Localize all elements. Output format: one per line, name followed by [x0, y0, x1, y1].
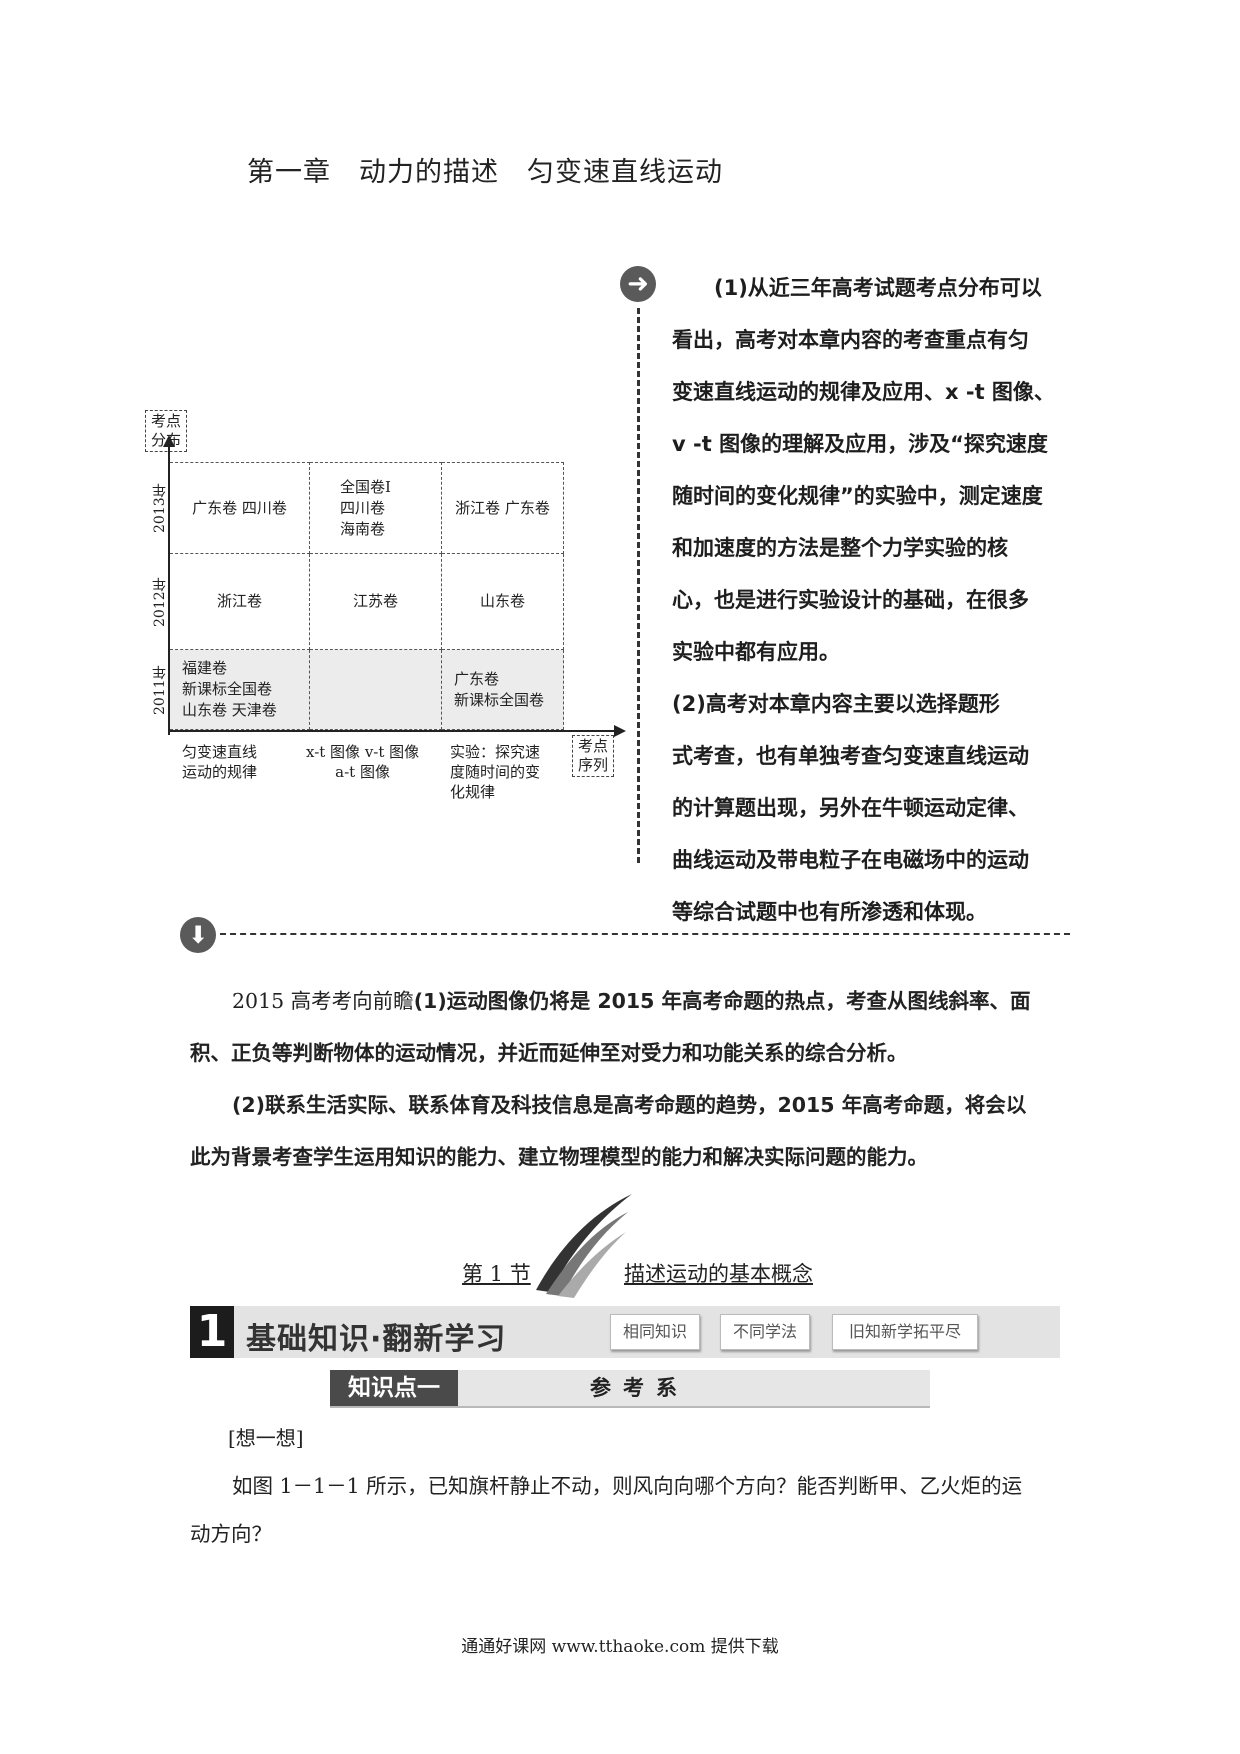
analysis-line: 式考查，也有单独考查匀变速直线运动: [672, 744, 1029, 768]
outlook-line: 此为背景考查学生运用知识的能力、建立物理模型的能力和解决实际问题的能力。: [190, 1131, 1060, 1183]
distribution-grid: 2013年 2012年 2011年 广东卷 四川卷 全国卷Ⅰ 四川卷 海南卷 浙…: [152, 462, 564, 730]
outlook-text: (1)运动图像仍将是 2015 年高考命题的热点，考查从图线斜率、面: [413, 989, 1031, 1013]
banner-tag-same-knowledge[interactable]: 相同知识: [610, 1314, 700, 1350]
x-category-line: a-t 图像: [335, 763, 390, 781]
knowledge-point-bar: 知识点一 参考系: [330, 1370, 930, 1408]
y-axis-arrow-icon: [163, 435, 175, 447]
x-category-line: 度随时间的变: [450, 763, 541, 781]
x-axis-line: [168, 730, 618, 732]
cell-line: 全国卷Ⅰ: [340, 477, 391, 496]
outlook-line: 积、正负等判断物体的运动情况，并近而延伸至对受力和功能关系的综合分析。: [190, 1027, 1060, 1079]
think-line: 如图 1－1－1 所示，已知旗杆静止不动，则风向向哪个方向？能否判断甲、乙火炬的…: [232, 1474, 1023, 1498]
analysis-line: (2)高考对本章内容主要以选择题形: [672, 692, 1000, 716]
x-category-label: 匀变速直线 运动的规律: [182, 742, 257, 782]
knowledge-point-label: 知识点一: [330, 1370, 458, 1406]
cell-line: 山东卷 天津卷: [182, 701, 277, 719]
analysis-line: 的计算题出现，另外在牛顿运动定律、: [672, 796, 1029, 820]
analysis-line: 等综合试题中也有所渗透和体现。: [672, 900, 987, 924]
grid-cell: 全国卷Ⅰ 四川卷 海南卷: [310, 462, 442, 554]
x-category-label: x-t 图像 v-t 图像 a-t 图像: [306, 742, 419, 782]
cell-line: 浙江卷: [216, 592, 262, 610]
think-question: 如图 1－1－1 所示，已知旗杆静止不动，则风向向哪个方向？能否判断甲、乙火炬的…: [190, 1462, 1060, 1558]
cell-line: 海南卷: [340, 519, 386, 538]
outlook-text: (2)联系生活实际、联系体育及科技信息是高考命题的趋势，2015 年高考命题，将…: [232, 1093, 1027, 1117]
cell-line: 新课标全国卷: [454, 690, 545, 709]
analysis-line: 随时间的变化规律”的实验中，测定速度: [672, 484, 1043, 508]
swoosh-decoration-icon: [536, 1194, 632, 1298]
y-axis-line: [168, 445, 170, 735]
cell-line: 广东卷 四川卷: [192, 498, 287, 517]
x-axis-arrow-icon: [614, 725, 626, 737]
x-category-line: x-t 图像 v-t 图像: [306, 743, 420, 761]
dashed-vertical-divider: [637, 308, 640, 863]
outlook-line: 2015 高考考向前瞻(1)运动图像仍将是 2015 年高考命题的热点，考查从图…: [190, 975, 1060, 1027]
exam-outlook: 2015 高考考向前瞻(1)运动图像仍将是 2015 年高考命题的热点，考查从图…: [190, 975, 1060, 1183]
outlook-text: 积、正负等判断物体的运动情况，并近而延伸至对受力和功能关系的综合分析。: [190, 1041, 908, 1065]
x-category-line: 实验：探究速: [450, 743, 541, 761]
outlook-line: (2)联系生活实际、联系体育及科技信息是高考命题的趋势，2015 年高考命题，将…: [190, 1079, 1060, 1131]
year-label: 2013年: [152, 483, 168, 533]
banner-number: 1: [190, 1306, 234, 1358]
cell-line: 浙江卷 广东卷: [455, 498, 550, 517]
x-axis-title: 考点序列: [572, 735, 614, 777]
x-category-label: 实验：探究速 度随时间的变 化规律: [450, 742, 540, 802]
outlook-text: 此为背景考查学生运用知识的能力、建立物理模型的能力和解决实际问题的能力。: [190, 1145, 928, 1169]
section-number: 第 1 节: [462, 1262, 531, 1286]
analysis-text: (1)从近三年高考试题考点分布可以 看出，高考对本章内容的考查重点有匀 变速直线…: [672, 262, 1067, 938]
analysis-line: 变速直线运动的规律及应用、x -t 图像、: [672, 380, 1055, 404]
think-line: 动方向？: [190, 1522, 272, 1546]
section-title: 描述运动的基本概念: [624, 1262, 813, 1286]
think-heading: [想一想]: [228, 1426, 304, 1450]
analysis-line: 和加速度的方法是整个力学实验的核: [672, 536, 1008, 560]
dashed-horizontal-divider: [220, 933, 1070, 935]
grid-cell: 江苏卷: [310, 554, 442, 650]
cell-line: 山东卷: [479, 592, 525, 610]
x-category-line: 化规律: [450, 783, 496, 801]
analysis-line: 曲线运动及带电粒子在电磁场中的运动: [672, 848, 1029, 872]
grid-cell: 浙江卷 广东卷: [442, 462, 564, 554]
cell-line: 新课标全国卷: [182, 680, 273, 698]
cell-line: 江苏卷: [352, 592, 398, 610]
grid-cell: 广东卷 新课标全国卷: [442, 650, 564, 730]
banner-tag-different-method[interactable]: 不同学法: [720, 1314, 810, 1350]
exam-distribution-diagram: 考点分布 考点序列 2013年 2012年 2011年 广东卷 四川卷 全国卷Ⅰ…: [140, 405, 626, 805]
banner-tag-new-learning[interactable]: 旧知新学拓平尽: [832, 1314, 978, 1350]
year-label: 2012年: [152, 577, 168, 627]
chapter-title: 第一章 动力的描述 匀变速直线运动: [247, 157, 723, 188]
analysis-line: (1)从近三年高考试题考点分布可以: [714, 276, 1042, 300]
analysis-line: 心，也是进行实验设计的基础，在很多: [672, 588, 1029, 612]
page-footer: 通通好课网 www.tthaoke.com 提供下载: [461, 1637, 779, 1657]
cell-line: 福建卷: [182, 659, 228, 677]
knowledge-point-title: 参考系: [590, 1376, 689, 1400]
analysis-line: 实验中都有应用。: [672, 640, 840, 664]
grid-cell: 广东卷 四川卷: [170, 462, 310, 554]
banner-title: 基础知识·翻新学习: [246, 1322, 507, 1357]
grid-cell: 浙江卷: [170, 554, 310, 650]
cell-line: 广东卷: [454, 669, 500, 688]
x-category-line: 运动的规律: [182, 763, 258, 781]
analysis-line: v -t 图像的理解及应用，涉及“探究速度: [672, 432, 1048, 456]
outlook-label: 2015 高考考向前瞻: [232, 989, 414, 1013]
arrow-right-icon: ➜: [620, 266, 656, 302]
grid-cell: 山东卷: [442, 554, 564, 650]
section-banner: 1 基础知识·翻新学习 相同知识 不同学法 旧知新学拓平尽: [190, 1306, 1060, 1358]
grid-cell-empty: [310, 650, 442, 730]
x-category-line: 匀变速直线: [182, 743, 258, 761]
cell-line: 四川卷: [340, 498, 386, 517]
analysis-line: 看出，高考对本章内容的考查重点有匀: [672, 328, 1029, 352]
grid-cell: 福建卷 新课标全国卷 山东卷 天津卷: [170, 650, 310, 730]
arrow-down-icon: ⬇: [180, 917, 216, 953]
year-label: 2011年: [152, 665, 168, 715]
